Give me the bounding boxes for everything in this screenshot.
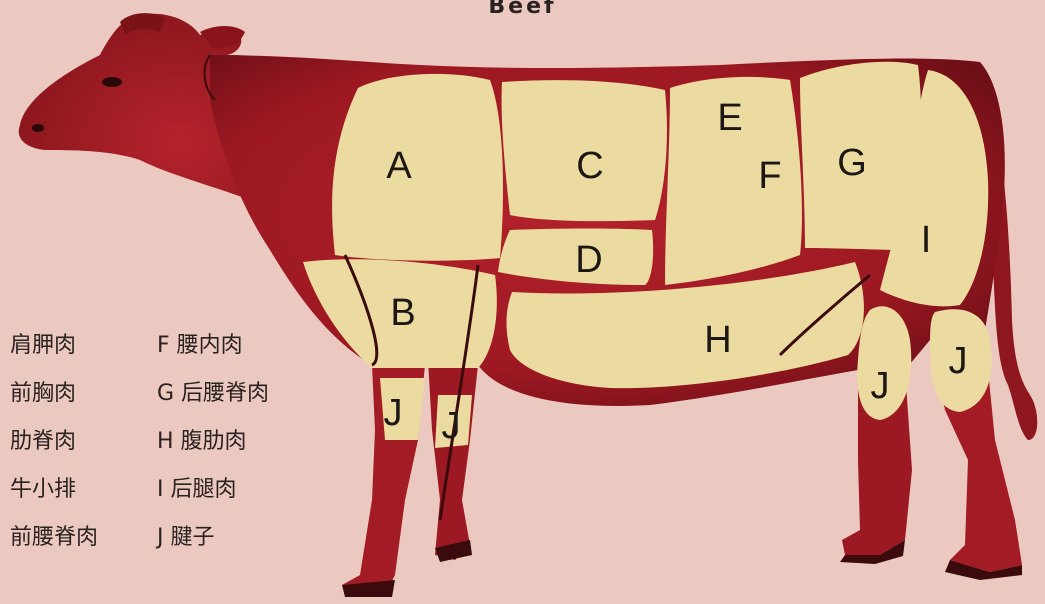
legend-item: 牛小排 bbox=[10, 472, 98, 520]
cut-label-f: F bbox=[758, 155, 781, 197]
legend-item: J 腱子 bbox=[157, 520, 269, 568]
legend-item: H 腹肋肉 bbox=[157, 424, 269, 472]
legend-item: 前腰脊肉 bbox=[10, 520, 98, 568]
cut-label-j-front-right: J bbox=[442, 405, 461, 447]
cut-label-j-front-left: J bbox=[384, 392, 403, 434]
cut-label-a: A bbox=[386, 145, 412, 187]
diagram-title: Beef bbox=[0, 0, 1045, 19]
cut-label-i: I bbox=[921, 219, 932, 261]
legend-item: 肋脊肉 bbox=[10, 424, 98, 472]
legend-left-column: 肩胛肉 前胸肉 肋脊肉 牛小排 前腰脊肉 bbox=[10, 328, 98, 568]
legend-right-column: F 腰内肉 G 后腰脊肉 H 腹肋肉 I 后腿肉 J 腱子 bbox=[157, 328, 269, 568]
legend-item: F 腰内肉 bbox=[157, 328, 269, 376]
legend-item: G 后腰脊肉 bbox=[157, 376, 269, 424]
cut-label-j-back-right: J bbox=[949, 340, 968, 382]
cut-label-g: G bbox=[837, 142, 867, 184]
cow-eye bbox=[102, 77, 122, 87]
legend-item: 前胸肉 bbox=[10, 376, 98, 424]
cut-label-e: E bbox=[717, 97, 742, 139]
cut-label-d: D bbox=[575, 239, 602, 281]
legend-item: 肩胛肉 bbox=[10, 328, 98, 376]
cut-label-j-back-left: J bbox=[871, 365, 890, 407]
cut-label-b: B bbox=[390, 292, 415, 334]
cut-label-h: H bbox=[704, 319, 731, 361]
legend-item: I 后腿肉 bbox=[157, 472, 269, 520]
cut-region-a bbox=[332, 74, 503, 261]
cow-front-leg-right bbox=[428, 360, 478, 560]
cow-nostril bbox=[32, 124, 44, 132]
cut-label-c: C bbox=[576, 145, 603, 187]
